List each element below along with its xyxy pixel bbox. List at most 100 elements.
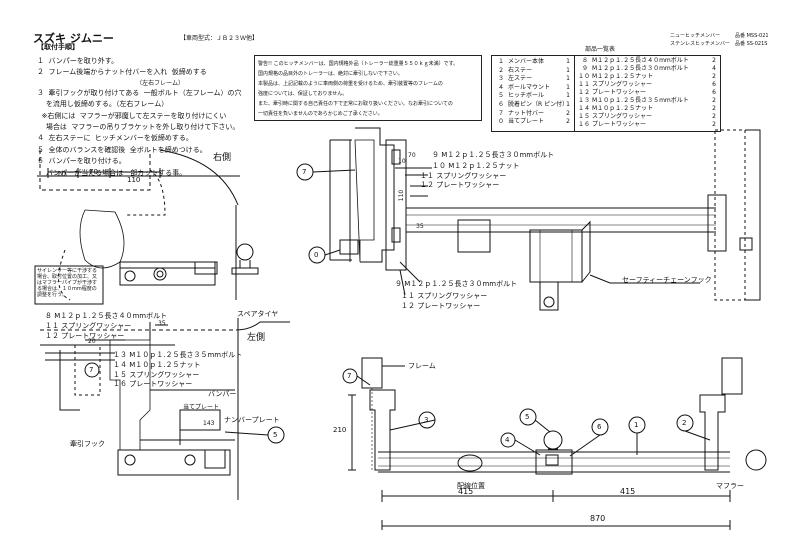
label-nut-10: １０ M１２ｐ１.２５ナット: [432, 162, 520, 170]
procedure-step: （左右フレーム）: [37, 79, 184, 87]
procedure-step: ※右側には マフラーが邪魔して左ステーを取り付けにくい: [37, 111, 227, 120]
dim-415-right: 415: [620, 487, 636, 496]
callout-5-left: 5: [273, 431, 278, 439]
label-tow-hook: 牽引フック: [70, 440, 105, 448]
dim-35-top: 35: [416, 223, 424, 230]
label-plate-washer-16: １６ プレートワッシャー: [113, 380, 193, 388]
label-plate-washer-12: １２ プレートワッシャー: [420, 181, 500, 189]
callout-0-top: 0: [314, 251, 319, 259]
label-spring-washer-11b: １１ スプリングワッシャー: [401, 292, 488, 300]
label-number-plate: ナンバープレート: [224, 416, 280, 424]
callout-6-rear: 6: [597, 423, 602, 431]
callout-4-rear: 4: [505, 436, 510, 444]
warning-line: 強度については、保証しておりません。: [258, 91, 348, 97]
warning-box: 警告!! このヒッチメンバーは、国内規格外品（トレーラー総重量５５０ｋｇ未満）で…: [254, 55, 482, 121]
label-frame: フレーム: [408, 362, 436, 370]
dim-20: 20: [57, 170, 66, 178]
dim-70: 70: [89, 168, 98, 176]
label-spring-washer-11-left: １１ スプリングワッシャー: [45, 322, 132, 330]
callout-7-rear: 7: [347, 372, 352, 380]
label-plate-washer-12-left: １２ プレートワッシャー: [45, 332, 125, 340]
product-code-1: 品番 MSS-021: [735, 33, 769, 39]
dim-870: 870: [590, 514, 606, 523]
silencer-note: サイレンサー等に干渉する場合、取付位置の加工、又はマフラーパイプが干渉する場合は…: [37, 268, 98, 298]
right-side-detail: [34, 149, 259, 305]
procedure-step: を流用し仮締めする。（左右フレーム）: [37, 100, 169, 109]
label-bolt-9: ９ M１２ｐ１.２５長さ３０mmボルト: [432, 151, 555, 159]
label-nut-14: １４ M１０ｐ１.２５ナット: [113, 361, 201, 369]
rear-view: [342, 357, 767, 530]
label-backing-plate: 当てプレート: [183, 404, 220, 411]
warning-line: 本製品は、上記記載のように車両側の荷重を受けるため、牽引装置等のフレームの: [258, 81, 443, 87]
procedure-step: ５ 全体のバランスを確認後 全ボルトを締めつける。: [37, 145, 207, 154]
label-bolt-8: ８ M１２ｐ１.２５長さ４０mmボルト: [45, 312, 168, 320]
dim-70-top: 70: [408, 152, 416, 159]
vehicle-model: 【車両型式：ＪＢ２３Ｗ他】: [180, 35, 259, 42]
callout-7-top: 7: [302, 168, 307, 176]
procedure-step: １ バンパーを取り外す。: [37, 57, 119, 65]
procedure-step: ４ 左右ステーに ヒッチメンバーを仮締めする。: [37, 134, 193, 143]
label-safety-chain-hook: セーフティーチェーンフック: [622, 276, 712, 284]
label-plate-washer-12b: １２ プレートワッシャー: [401, 302, 481, 310]
dim-10-top: 10: [398, 158, 406, 165]
callout-2-rear: 2: [682, 419, 687, 427]
label-spring-washer-11: １１ スプリングワッシャー: [420, 172, 507, 180]
page-title: スズキ ジムニー: [33, 32, 114, 45]
label-spare-tire: スペアタイヤ: [237, 310, 279, 318]
dim-20-left: 20: [88, 338, 96, 345]
left-side-detail: [40, 318, 290, 500]
procedure-heading: 【取付手順】: [37, 43, 79, 51]
dim-143-left: 143: [203, 420, 215, 427]
callout-3-rear: 3: [424, 416, 429, 424]
callout-circle-7: [84, 362, 100, 378]
label-bolt-13: １３ M１０ｐ１.２５長さ３５mmボルト: [113, 351, 243, 359]
warning-line: 警告!! このヒッチメンバーは、国内規格外品（トレーラー総重量５５０ｋｇ未満）で…: [258, 61, 459, 67]
right-side-label: 右側: [213, 153, 232, 163]
parts-list-heading: 部品一覧表: [585, 46, 616, 53]
label-spring-washer-15: １５ スプリングワッシャー: [113, 371, 200, 379]
dim-210: 210: [333, 426, 347, 434]
callout-5-rear: 5: [525, 413, 530, 421]
procedure-step: ３ 牽引フックが取り付けてある 一般ボルト（左フレーム）の穴: [37, 88, 242, 97]
warning-line: 一切責任を負いませんのであらかじめご了承ください。: [258, 111, 383, 117]
procedure-step: バンパーが当たる場合は一部カットする事。: [37, 168, 187, 177]
procedure-step: 場合は マフラーの吊りブラケットを外し取り付けて下さい。: [37, 123, 240, 132]
dim-35-left: 35: [158, 320, 166, 327]
label-muffler: マフラー: [716, 482, 744, 490]
warning-line: また、牽引時に関する自己責任の下で正常にお取り扱いください。なお牽引についての: [258, 101, 453, 107]
callout-1-rear: 1: [634, 421, 639, 429]
product-code-2: 品番 SS-021S: [735, 41, 768, 47]
callout-circle-5: [519, 408, 537, 426]
label-bolt-9b: ９ M１２ｐ１.２５長さ３０mmボルト: [395, 280, 518, 288]
left-side-label: 左側: [247, 333, 266, 343]
dim-110: 110: [127, 176, 141, 184]
procedure-step: ２ フレーム後端からナット付バーを入れ 仮締めする: [37, 68, 207, 77]
dim-110-top: 110: [398, 189, 406, 202]
label-wiring-position: 配線位置: [457, 482, 485, 490]
dim-415-left: 415: [458, 487, 474, 496]
procedure-steps: １ バンパーを取り外す。 ２ フレーム後端からナット付バーを入れ 仮締めする （…: [37, 56, 241, 179]
label-bumper: バンパー: [208, 390, 237, 398]
top-view: [296, 127, 761, 311]
product-name-2: ステンレスヒッチメンバー: [670, 41, 731, 47]
